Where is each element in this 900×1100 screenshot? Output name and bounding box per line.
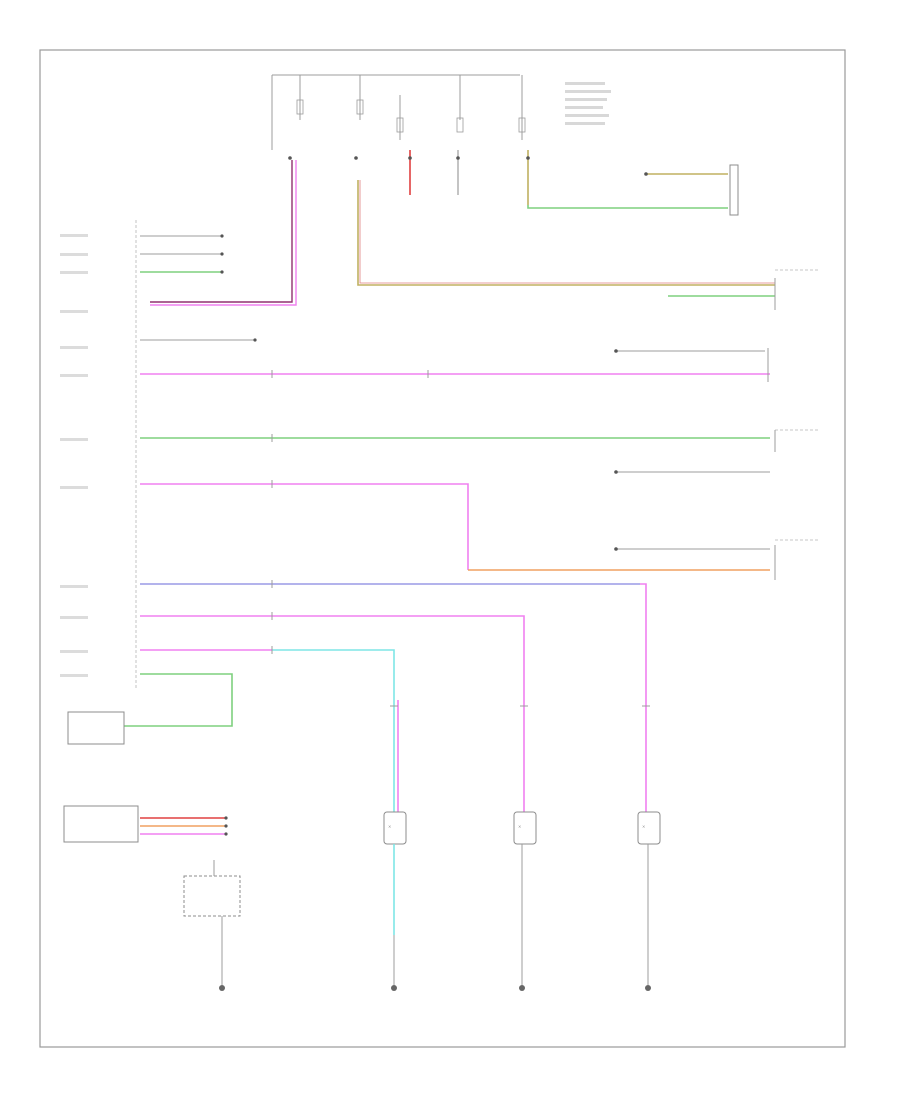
fuse-icon — [296, 99, 304, 115]
ground-1 — [219, 985, 225, 991]
ground-icon — [219, 985, 225, 991]
ground-icon — [519, 985, 525, 991]
svg-text:✕: ✕ — [642, 824, 645, 829]
top-fuse-block — [271, 74, 611, 150]
ground-3 — [519, 985, 525, 991]
splice-dot — [288, 156, 292, 160]
lamp-3: ✕ — [637, 811, 661, 845]
wire-red-long — [359, 180, 775, 284]
wire-cyan-650 — [272, 649, 395, 812]
ground-2 — [391, 985, 397, 991]
splice-dot — [224, 824, 228, 828]
wire-green-674 — [124, 673, 233, 727]
wire-purple — [150, 160, 293, 303]
left-lower-module — [63, 805, 139, 843]
lamp-1: ✕ — [383, 811, 407, 845]
wire-green-right-top — [527, 205, 728, 209]
splice-dot — [614, 547, 618, 551]
switch-module — [183, 875, 241, 917]
lamp-2: ✕ — [513, 811, 537, 845]
fuse-icon — [456, 117, 464, 133]
svg-text:✕: ✕ — [518, 824, 521, 829]
ground-icon — [645, 985, 651, 991]
splice-dot — [224, 816, 228, 820]
wire-pink-486 — [140, 483, 469, 570]
wire-pink-pair — [150, 160, 297, 306]
splice-dot — [220, 252, 224, 256]
fuse-icon — [356, 99, 364, 115]
ground-4 — [645, 985, 651, 991]
fuse-icon — [518, 117, 526, 133]
splice-dot — [253, 338, 257, 342]
svg-text:✕: ✕ — [388, 824, 391, 829]
splice-dot — [614, 470, 618, 474]
connector-ticks — [271, 370, 650, 707]
splice-dot — [220, 234, 224, 238]
wire-pink-lamp3 — [640, 583, 647, 812]
wire-olive-long — [357, 180, 775, 286]
splice-dot — [408, 156, 412, 160]
fuse-icon — [396, 117, 404, 133]
diagram-frame — [39, 49, 846, 1048]
left-middle-module — [67, 711, 125, 745]
splice-dot — [614, 349, 618, 353]
ground-icon — [391, 985, 397, 991]
splice-dot — [644, 172, 648, 176]
wire-pink-616 — [140, 615, 525, 812]
splice-dot — [224, 832, 228, 836]
splice-dot — [354, 156, 358, 160]
top-right-text-block — [565, 82, 611, 125]
splice-dot — [456, 156, 460, 160]
splice-dot — [220, 270, 224, 274]
left-connector — [60, 220, 137, 690]
right-connectors — [767, 269, 820, 580]
top-right-module — [729, 164, 739, 216]
splice-dot — [526, 156, 530, 160]
